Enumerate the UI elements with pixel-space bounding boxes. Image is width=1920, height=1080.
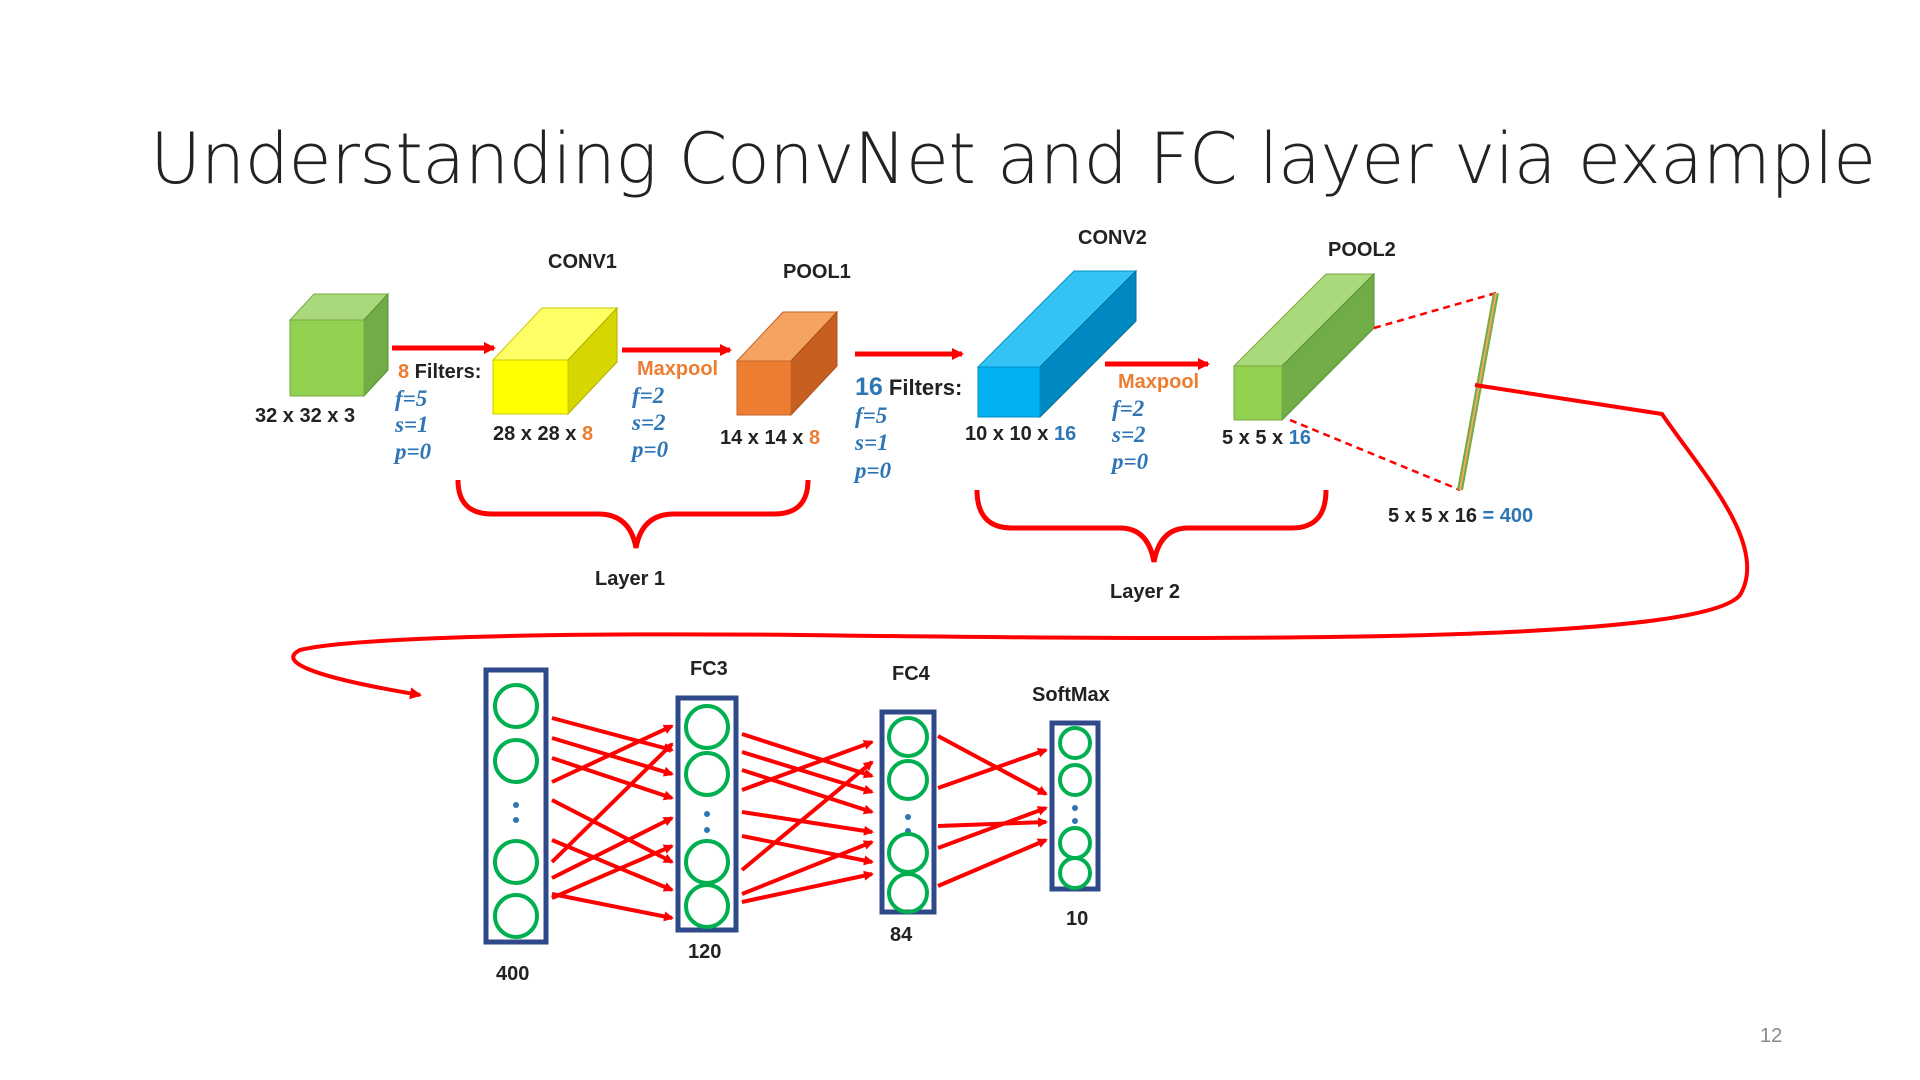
- fc-input-layer: [483, 667, 549, 945]
- fc3-layer: [675, 695, 739, 933]
- pool1-param-s: s=2: [631, 410, 666, 435]
- slide-title: Understanding ConvNet and FC layer via e…: [150, 118, 1876, 200]
- neuron: [493, 893, 539, 939]
- neuron: [1058, 763, 1092, 797]
- neuron: [493, 683, 539, 729]
- fc-input-size: 400: [496, 963, 529, 985]
- conv1-name: CONV1: [548, 251, 617, 273]
- pool2-op: Maxpool: [1118, 371, 1199, 393]
- conv2-param-f: f=5: [855, 403, 887, 428]
- flatten-projection: [1289, 291, 1499, 492]
- fc4-name: FC4: [892, 663, 931, 685]
- layer2-brace: [974, 489, 1329, 563]
- layer1-brace: [455, 479, 811, 549]
- layer2-label: Layer 2: [1110, 581, 1180, 603]
- neuron: [887, 872, 929, 914]
- pool1-dims: 14 x 14 x 8: [720, 427, 820, 449]
- neuron: [1058, 726, 1092, 760]
- conv2-dims: 10 x 10 x 16: [965, 423, 1076, 445]
- softmax-layer: [1049, 720, 1101, 892]
- neuron: [684, 751, 730, 797]
- conv1-param-f: f=5: [395, 386, 427, 411]
- page-number: 12: [1760, 1025, 1783, 1047]
- pool2-dims: 5 x 5 x 16: [1222, 427, 1311, 449]
- flatten-dims: 5 x 5 x 16 = 400: [1388, 505, 1533, 527]
- neuron: [887, 716, 929, 758]
- pool2-param-s: s=2: [1111, 422, 1146, 447]
- conv2-filters: 16 Filters:: [855, 373, 962, 401]
- pool1-name: POOL1: [783, 261, 851, 283]
- conv1-filters: 8 Filters:: [398, 361, 481, 383]
- conv1-dims: 28 x 28 x 8: [493, 423, 593, 445]
- pool1-param-p: p=0: [630, 437, 669, 462]
- input-volume: [288, 292, 390, 398]
- conv2-name: CONV2: [1078, 227, 1147, 249]
- neuron: [684, 704, 730, 750]
- pool1-param-f: f=2: [632, 383, 664, 408]
- fc4-layer: [879, 709, 937, 915]
- softmax-size: 10: [1066, 908, 1088, 930]
- conv1-volume: [491, 306, 619, 416]
- neuron: [887, 759, 929, 801]
- layer1-label: Layer 1: [595, 568, 665, 590]
- neuron: [493, 839, 539, 885]
- pool2-param-f: f=2: [1112, 396, 1144, 421]
- pool2-volume: [1232, 272, 1376, 422]
- conv2-volume: [976, 269, 1138, 419]
- input-dims: 32 x 32 x 3: [255, 405, 355, 427]
- connections-input-fc3: [550, 716, 674, 922]
- fc3-size: 120: [688, 941, 721, 963]
- fc4-size: 84: [890, 924, 913, 946]
- pool1-volume: [735, 310, 839, 417]
- pool1-op: Maxpool: [637, 358, 718, 380]
- conv2-param-p: p=0: [853, 458, 892, 483]
- pool2-name: POOL2: [1328, 239, 1396, 261]
- neuron: [684, 883, 730, 929]
- fc3-name: FC3: [690, 658, 728, 680]
- connections-fc3-fc4: [740, 732, 874, 904]
- pool2-param-p: p=0: [1110, 449, 1149, 474]
- conv1-param-p: p=0: [393, 439, 432, 464]
- softmax-name: SoftMax: [1032, 684, 1110, 706]
- conv1-param-s: s=1: [394, 412, 429, 437]
- connections-fc4-softmax: [937, 734, 1048, 888]
- connector-curve: [291, 383, 1750, 700]
- conv2-param-s: s=1: [854, 430, 889, 455]
- neuron: [493, 738, 539, 784]
- neuron: [1058, 856, 1092, 890]
